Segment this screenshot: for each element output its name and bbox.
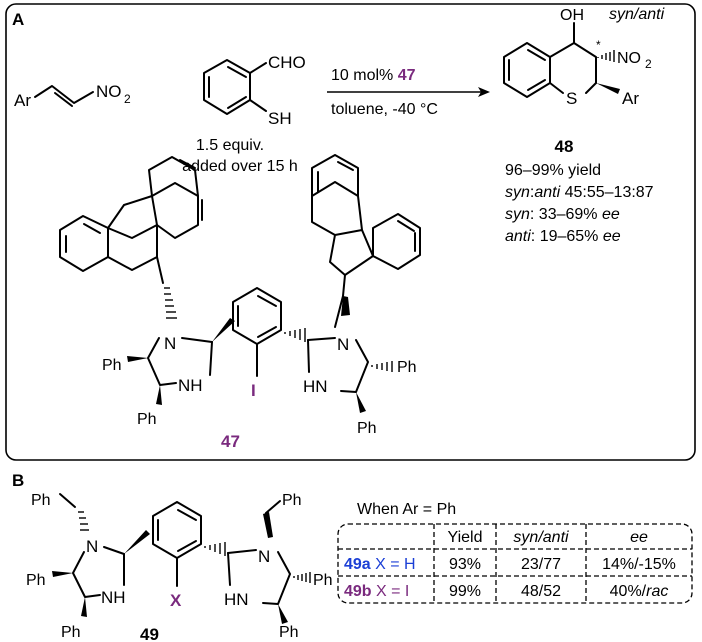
product-number: 48 (555, 137, 574, 156)
formyl-label: CHO (268, 53, 306, 72)
thiol-label: SH (268, 109, 292, 128)
b-n-right: N (258, 547, 270, 566)
anti-ee-range: anti: 19–65% ee (505, 228, 621, 245)
b-nh-left: NH (101, 588, 126, 607)
results-table: When Ar = Ph Yield syn/anti ee 49a X = H… (337, 501, 693, 604)
nitro-label: NO (96, 82, 122, 101)
catalyst-iodo: I (251, 381, 256, 400)
header-yield: Yield (448, 529, 483, 546)
equiv-label: 1.5 equiv. (196, 137, 264, 154)
catalyst-ph-right-bottom: Ph (357, 420, 377, 437)
product-nitro-label: NO (617, 50, 641, 67)
reaction-arrow: 10 mol% 47 toluene, -40 °C (327, 67, 490, 118)
row-49b-label: 49b X = I (344, 583, 409, 600)
catalyst-49-structure: Ph N NH Ph Ph X 49 Ph (26, 492, 333, 642)
aryl-label: Ar (14, 91, 31, 110)
benzyl-ph-left: Ph (31, 492, 51, 509)
arrow-conditions-top: 10 mol% 47 (331, 67, 416, 84)
b-hn-right: HN (224, 590, 249, 609)
addition-label: added over 15 h (182, 158, 298, 175)
arrow-conditions-bottom: toluene, -40 °C (331, 101, 438, 118)
b-number: 49 (140, 625, 159, 642)
catalyst-47-structure: N NH Ph Ph I N HN (59, 154, 421, 451)
nitro-subscript: 2 (124, 92, 131, 106)
row-49b-yield: 99% (449, 583, 481, 600)
catalyst-n-left: N (164, 334, 176, 353)
catalyst-nh-left: NH (178, 376, 203, 395)
yield-range: 96–99% yield (505, 162, 601, 179)
syn-ee-range: syn: 33–69% ee (505, 206, 620, 223)
catalyst-ph-right-top: Ph (397, 359, 417, 376)
stereocenter-star: * (596, 38, 601, 52)
catalyst-ph-left-top: Ph (102, 357, 122, 374)
catalyst-ph-left-bottom: Ph (137, 411, 157, 428)
mercaptobenzaldehyde-structure: CHO SH 1.5 equiv. added over 15 h (182, 53, 306, 175)
hydroxyl-label: OH (560, 7, 584, 24)
dr-range: syn:anti 45:55–13:87 (505, 184, 654, 201)
row-49a-label: 49a X = H (344, 556, 416, 573)
row-49a-yield: 93% (449, 556, 481, 573)
benzyl-ph-right: Ph (282, 492, 302, 509)
panel-b-label: B (12, 471, 24, 490)
sulfur-label: S (566, 89, 577, 108)
catalyst-number: 47 (221, 432, 240, 451)
row-49a-ee: 14%/-15% (602, 556, 676, 573)
stereo-label: syn/anti (609, 6, 665, 23)
nitroalkene-structure: Ar NO 2 (14, 82, 131, 110)
panel-a-frame (5, 3, 696, 461)
table-caption: When Ar = Ph (357, 501, 456, 518)
catalyst-hn-right: HN (303, 377, 328, 396)
b-ph-right-top: Ph (313, 572, 333, 589)
b-ph-left-top: Ph (26, 572, 46, 589)
panel-a-label: A (12, 10, 24, 29)
b-ph-left-bottom: Ph (61, 624, 81, 641)
product-48-structure: OH * syn/anti NO 2 S Ar 48 (503, 6, 665, 156)
product-aryl-label: Ar (622, 89, 639, 108)
header-synanti: syn/anti (513, 529, 569, 546)
row-49a-synanti: 23/77 (521, 556, 561, 573)
row-49b-ee: 40%/rac (610, 583, 669, 600)
catalyst-n-right: N (337, 335, 349, 354)
header-ee: ee (630, 529, 648, 546)
row-49b-synanti: 48/52 (521, 583, 561, 600)
b-n-left: N (86, 537, 98, 556)
b-x-substituent: X (170, 591, 182, 610)
product-nitro-subscript: 2 (645, 57, 652, 71)
b-ph-right-bottom: Ph (279, 624, 299, 641)
